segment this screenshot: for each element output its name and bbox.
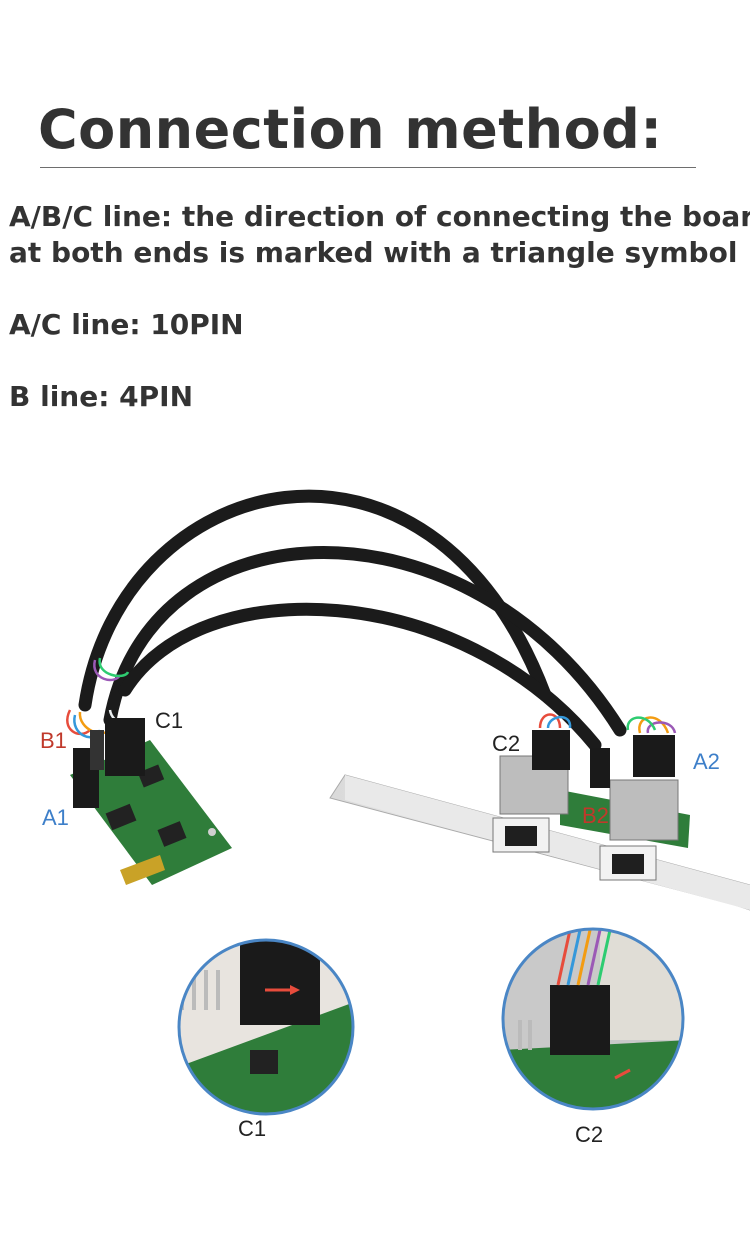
description-direction-line-2: at both ends is marked with a triangle s…	[9, 236, 738, 269]
detail-circle-c2	[501, 927, 685, 1111]
description-b-line: B line: 4PIN	[9, 380, 194, 413]
title-divider	[40, 167, 696, 168]
mini-pcie-card	[70, 740, 232, 885]
page-title: Connection method:	[38, 98, 663, 162]
cable-b	[118, 602, 602, 752]
description-direction: A/B/C line: the direction of connecting …	[9, 199, 750, 271]
label-b1: B1	[40, 728, 67, 753]
label-detail-c1: C1	[238, 1116, 267, 1141]
label-detail-c2: C2	[575, 1122, 604, 1147]
cable-a	[103, 546, 627, 737]
detail-circle-c1	[177, 938, 355, 1116]
pcie-bracket-card	[329, 730, 750, 911]
label-a1: A1	[42, 805, 69, 830]
product-photo-scene: B1 C1 A1 C2 A2 B2 C1 C2	[0, 430, 750, 1237]
label-c2: C2	[492, 731, 521, 756]
description-ac-line: A/C line: 10PIN	[9, 308, 244, 341]
product-illustration	[66, 489, 750, 1116]
wire-fan-right	[538, 713, 677, 734]
label-b2: B2	[582, 803, 609, 828]
label-a2: A2	[693, 749, 720, 774]
cable-c	[78, 489, 552, 712]
label-c1: C1	[155, 708, 184, 733]
cable-bundle	[78, 489, 627, 752]
card-headers	[73, 718, 145, 808]
description-direction-line-1: A/B/C line: the direction of connecting …	[9, 200, 750, 233]
